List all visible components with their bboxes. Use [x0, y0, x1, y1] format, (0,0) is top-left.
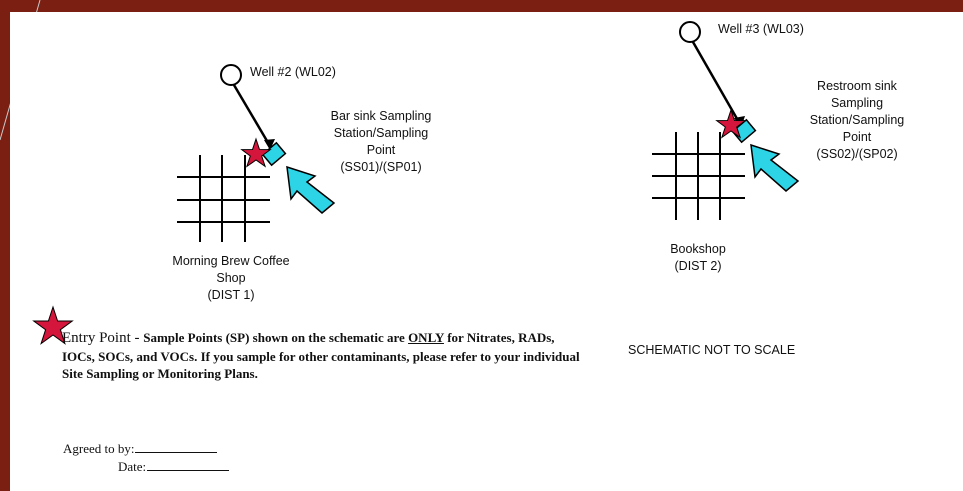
- agreed-to-by-row: Agreed to by:: [63, 440, 218, 457]
- sampling-point-2-label: Restroom sink Sampling Station/Sampling …: [809, 79, 905, 161]
- legend-note: Entry Point - Sample Points (SP) shown o…: [62, 329, 582, 383]
- well-2-pipe-arrowhead: [264, 139, 275, 150]
- sampling-point-1-label: Bar sink Sampling Station/Sampling Point…: [330, 109, 432, 174]
- well-3-label: Well #3 (WL03): [718, 22, 804, 36]
- building-grid-dist2: [652, 132, 745, 220]
- frame-top-bar: [0, 0, 963, 12]
- date-row: Date:: [118, 458, 230, 475]
- well-2-icon: [220, 64, 242, 86]
- site-dist1: [177, 64, 336, 242]
- legend-entry-point-star-icon: [32, 305, 74, 345]
- sampling-arrow-1-icon: [286, 165, 336, 214]
- legend-note-part2: for Nitrates, RADs, IOCs, SOCs, and VOCs…: [62, 330, 580, 381]
- entry-point-star-1-icon: [240, 137, 272, 168]
- schematic-drawing: [32, 21, 800, 345]
- building-dist2-label: Bookshop (DIST 2): [670, 242, 726, 273]
- well-3-icon: [679, 21, 701, 43]
- entry-point-label: Entry Point -: [62, 330, 144, 346]
- frame-left-bar: [0, 0, 10, 491]
- legend-note-part1: Sample Points (SP) shown on the schemati…: [143, 330, 409, 345]
- scale-note: SCHEMATIC NOT TO SCALE: [628, 343, 796, 357]
- legend-note-only: ONLY: [408, 330, 444, 345]
- date-signature-line[interactable]: [147, 458, 230, 471]
- schematic-slide: Well #2 (WL02) Well #3 (WL03) Bar sink S…: [10, 12, 963, 491]
- well-2-label: Well #2 (WL02): [250, 65, 336, 79]
- building-dist1-label: Morning Brew Coffee Shop (DIST 1): [172, 254, 290, 302]
- agreed-to-by-label: Agreed to by:: [63, 441, 135, 456]
- sampling-arrow-2-icon: [750, 143, 800, 192]
- site-dist2: [652, 21, 800, 220]
- well-3-pipe: [691, 41, 742, 125]
- well-2-pipe: [232, 84, 272, 147]
- sampling-station-1-icon: [261, 141, 287, 167]
- agreed-to-by-signature-line[interactable]: [135, 440, 218, 453]
- entry-point-star-2-icon: [715, 108, 747, 139]
- building-grid-dist1: [177, 155, 270, 242]
- date-label: Date:: [118, 459, 147, 474]
